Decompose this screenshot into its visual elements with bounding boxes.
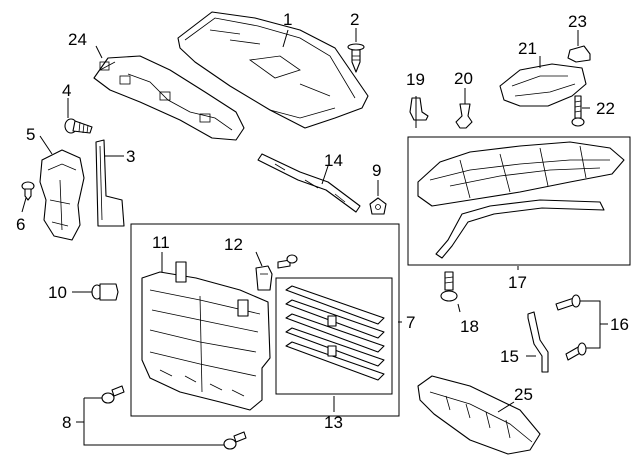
part-12-clip [255, 265, 273, 291]
callout-labels: 1 2 3 4 5 6 7 8 9 10 11 12 13 14 15 16 1… [16, 10, 629, 432]
callout-20: 20 [454, 69, 473, 88]
part-21-shield [499, 63, 587, 107]
callout-7: 7 [406, 313, 415, 332]
part-6-clip [21, 181, 35, 201]
part-1-upper-cover [177, 11, 369, 129]
part-4-bolt [64, 118, 93, 134]
callout-13: 13 [324, 413, 343, 432]
part-9-nut-clip [369, 197, 387, 215]
callout-10: 10 [48, 283, 67, 302]
part-17-frame [407, 136, 631, 266]
part-5-side-bracket [39, 149, 85, 241]
callout-8: 8 [62, 413, 71, 432]
callout-5: 5 [26, 125, 35, 144]
part-16-bolts [555, 294, 587, 361]
callout-18: 18 [460, 317, 479, 336]
callout-12: 12 [224, 235, 243, 254]
callout-24: 24 [68, 30, 87, 49]
callout-25: 25 [514, 385, 533, 404]
callout-15: 15 [500, 347, 519, 366]
part-7-frame [130, 223, 400, 417]
part-2-push-pin [347, 43, 365, 73]
callout-2: 2 [350, 10, 359, 29]
part-25-lower-shield [417, 375, 541, 455]
callout-21: 21 [518, 39, 537, 58]
part-3-seal-strip [95, 139, 125, 227]
callout-3: 3 [126, 147, 135, 166]
callout-4: 4 [62, 81, 71, 100]
part-22-bolt [571, 95, 585, 127]
part-10-pin [91, 283, 119, 301]
part-8-bolts [101, 385, 247, 450]
part-14-seal [257, 153, 361, 213]
part-19-clip [409, 97, 429, 121]
callout-22: 22 [596, 99, 615, 118]
callout-16: 16 [610, 315, 629, 334]
callout-1: 1 [283, 10, 292, 29]
part-13-shutter-vanes [285, 285, 385, 381]
part-11-shutter-frame [141, 261, 271, 411]
part-13-frame [275, 277, 393, 395]
callout-11: 11 [152, 233, 170, 252]
part-23-bracket [567, 45, 591, 63]
part-15-bracket [527, 311, 549, 373]
callout-14: 14 [324, 151, 343, 170]
callout-9: 9 [372, 161, 381, 180]
part-18-bolt [440, 271, 458, 302]
callout-19: 19 [406, 70, 425, 89]
callout-6: 6 [16, 215, 25, 234]
part-24-deflector [93, 55, 245, 141]
part-20-push-pin [455, 103, 473, 129]
part-12-screw [277, 254, 298, 269]
leader-lines [21, 28, 608, 446]
callout-23: 23 [568, 12, 587, 31]
callout-17: 17 [508, 273, 527, 292]
